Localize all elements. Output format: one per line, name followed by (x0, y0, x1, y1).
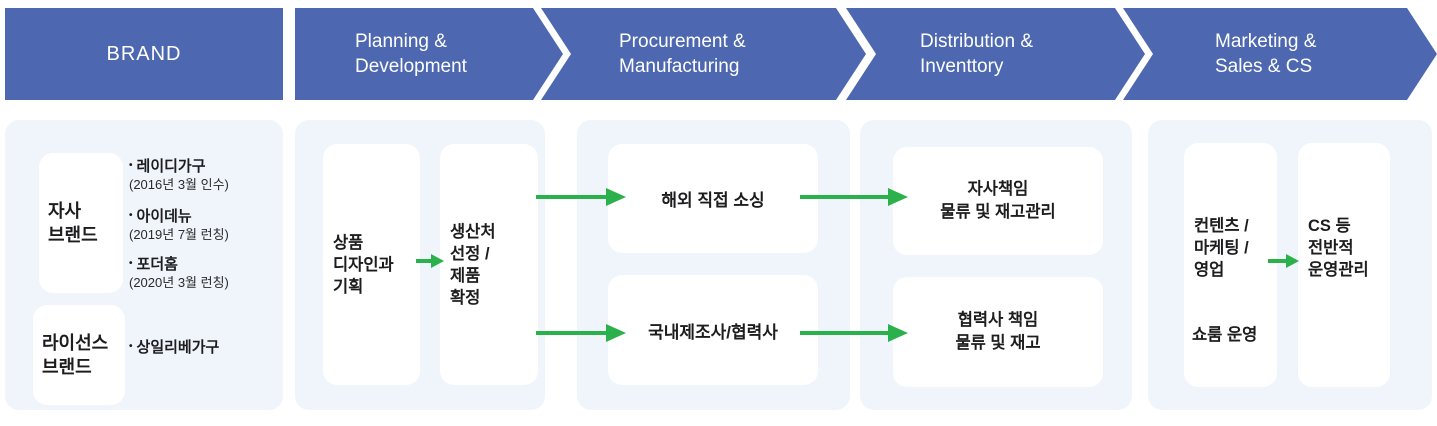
cs-operations-box: CS 등 전반적 운영관리 (1298, 143, 1390, 387)
stage-header-marketing-label: Marketing & Sales & CS (1215, 31, 1317, 77)
flow-arrow-production-to-overseas (536, 188, 626, 206)
flow-arrow-production-to-domestic (536, 324, 626, 342)
distribution-panel: 자사책임 물류 및 재고관리 협력사 책임 물류 및 재고 (860, 120, 1132, 410)
domestic-manufacturer-box: 국내제조사/협력사 (608, 275, 818, 385)
marketing-panel: 컨텐츠 / 마케팅 / 영업 쇼룸 운영 CS 등 전반적 운영관리 (1148, 120, 1432, 410)
stage-header-distribution-label: Distribution & Inventtory (920, 31, 1033, 77)
product-design-box: 상품 디자인과 기획 (323, 144, 420, 385)
bullet-icon: • (129, 210, 133, 221)
flow-arrow-design-to-production (416, 254, 444, 268)
brand-item-note: (2016년 3월 인수) (129, 177, 229, 192)
overseas-sourcing-box: 해외 직접 소싱 (608, 144, 818, 253)
brand-item: •상일리베가구 (129, 338, 279, 356)
stage-header-marketing: Marketing & Sales & CS (1123, 8, 1437, 100)
stage-header-planning-label: Planning & Development (355, 31, 467, 77)
brand-item-name: •아이데뉴 (129, 208, 192, 225)
cs-operations-text: CS 등 전반적 운영관리 (1308, 217, 1369, 279)
brand-item-name: •상일리베가구 (129, 339, 220, 356)
flow-arrow-overseas-to-own-logistics (800, 188, 908, 206)
production-selection-box: 생산처 선정 / 제품 확정 (440, 144, 538, 385)
stage-header-procurement-label: Procurement & Manufacturing (619, 31, 746, 77)
brand-header: BRAND (5, 8, 283, 100)
brand-item: •포더홈 (2020년 3월 런칭) (129, 255, 279, 291)
brand-item: •레이디가구 (2016년 3월 인수) (129, 157, 279, 193)
stage-header-procurement: Procurement & Manufacturing (541, 8, 866, 100)
flow-arrow-domestic-to-partner-logistics (800, 324, 908, 342)
planning-panel: 상품 디자인과 기획 생산처 선정 / 제품 확정 (295, 120, 545, 410)
brand-item-note: (2020년 3월 런칭) (129, 275, 229, 290)
brand-item: •아이데뉴 (2019년 7월 런칭) (129, 207, 279, 243)
brand-item-note: (2019년 7월 런칭) (129, 227, 229, 242)
procurement-panel: 해외 직접 소싱 국내제조사/협력사 (577, 120, 850, 410)
own-logistics-box: 자사책임 물류 및 재고관리 (893, 147, 1103, 255)
brand-item-name: •포더홈 (129, 256, 178, 273)
showroom-text: 쇼룸 운영 (1192, 326, 1258, 344)
bullet-icon: • (129, 341, 133, 352)
partner-logistics-box: 협력사 책임 물류 및 재고 (893, 277, 1103, 387)
contents-marketing-text: 컨텐츠 / 마케팅 / 영업 (1194, 217, 1249, 279)
stage-header-planning: Planning & Development (295, 8, 563, 100)
stage-header-distribution: Distribution & Inventtory (846, 8, 1145, 100)
license-brand-box: 라이선스 브랜드 (33, 305, 125, 405)
own-brand-box: 자사 브랜드 (39, 153, 123, 293)
brand-panel: 자사 브랜드 •레이디가구 (2016년 3월 인수) •아이데뉴 (2019년… (5, 120, 283, 410)
flow-arrow-marketing-to-cs (1268, 254, 1299, 268)
brand-header-label: BRAND (106, 42, 182, 65)
brand-item-name: •레이디가구 (129, 158, 206, 175)
bullet-icon: • (129, 258, 133, 269)
bullet-icon: • (129, 160, 133, 171)
contents-marketing-box: 컨텐츠 / 마케팅 / 영업 쇼룸 운영 (1184, 143, 1277, 387)
